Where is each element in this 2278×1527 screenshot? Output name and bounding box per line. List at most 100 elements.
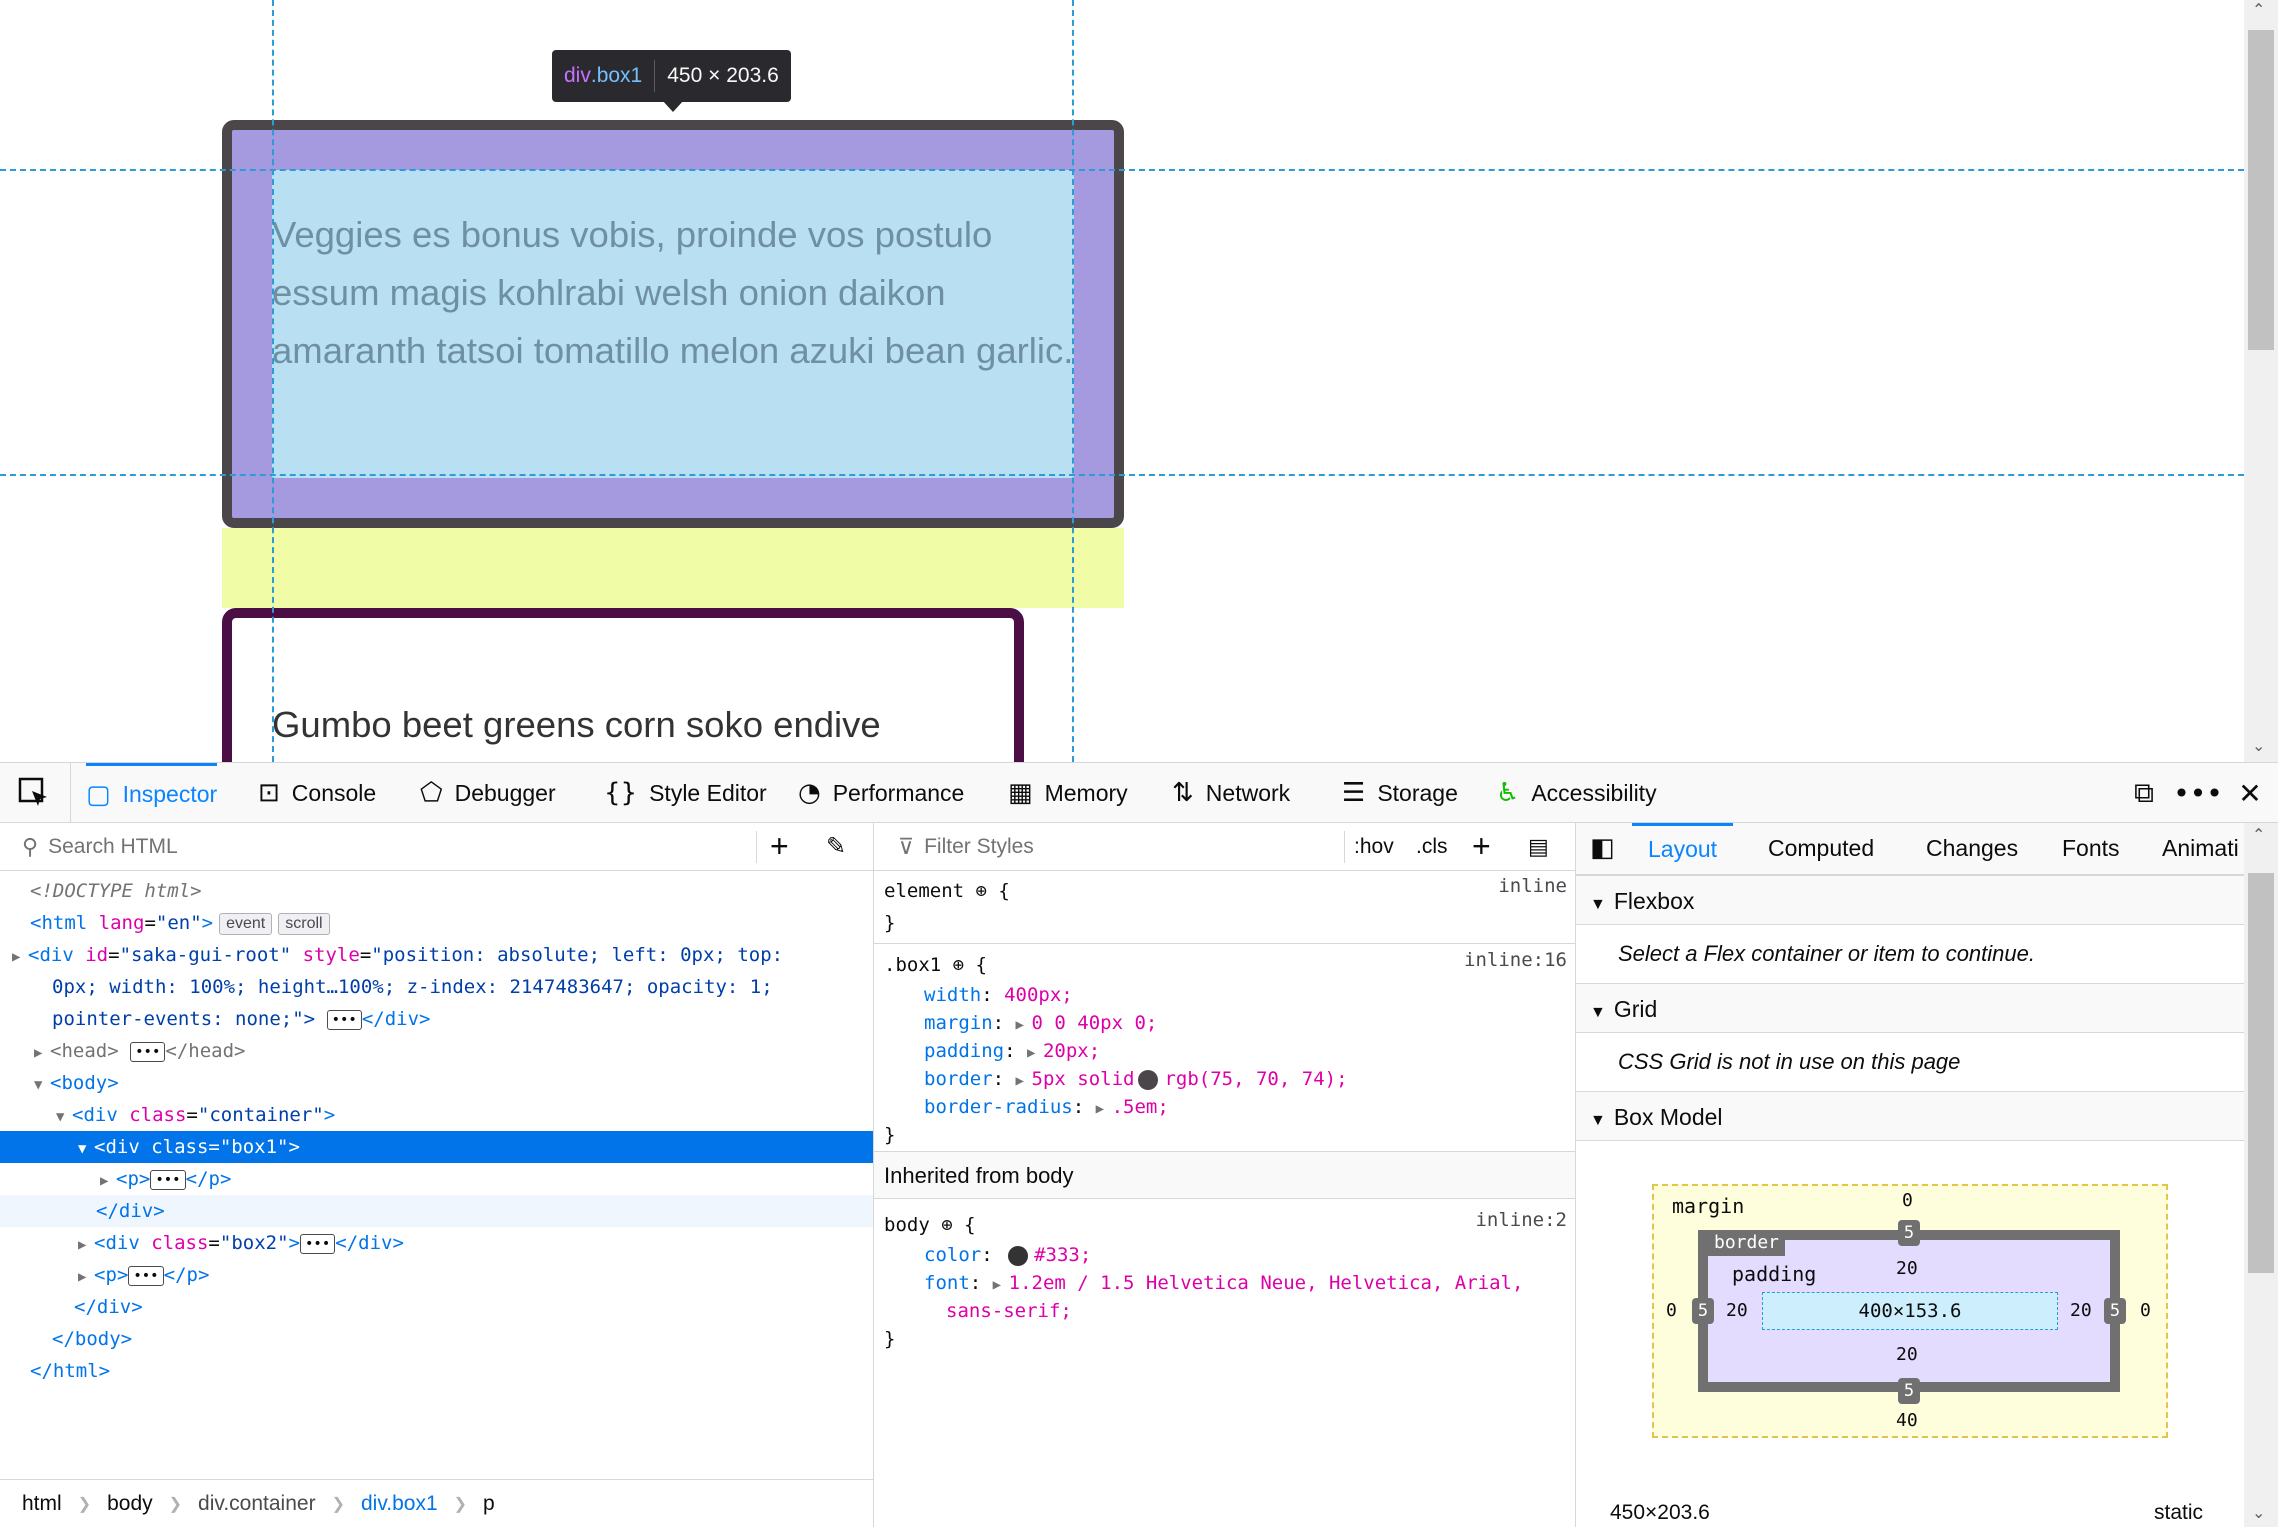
scroll-down-icon[interactable]: ⌄ — [2252, 736, 2266, 755]
tab-style-editor[interactable]: {}Style Editor — [604, 763, 767, 823]
event-badge[interactable]: event — [219, 912, 273, 935]
collapse-icon[interactable]: ▼ — [56, 1109, 65, 1125]
filter-styles-input[interactable]: Filter Styles — [924, 834, 1034, 858]
breadcrumb-item-body[interactable]: body — [107, 1491, 153, 1515]
color-swatch[interactable] — [1008, 1245, 1029, 1266]
p-node[interactable]: ▶<p>•••</p> — [0, 1163, 873, 1195]
eyedropper-icon[interactable]: ✎ — [826, 833, 847, 860]
expand-icon[interactable]: ▶ — [1015, 1073, 1024, 1089]
margin-left-value[interactable]: 0 — [1666, 1300, 1677, 1321]
box-model-content[interactable]: 400×153.6 — [1762, 1292, 2058, 1330]
flexbox-header[interactable]: ▼Flexbox — [1576, 875, 2250, 925]
container-close-node[interactable]: </div> — [74, 1296, 143, 1318]
target-icon[interactable]: ⊕ — [941, 1214, 953, 1236]
scroll-up-icon[interactable]: ⌃ — [2252, 0, 2266, 19]
border-top-value[interactable]: 5 — [1898, 1220, 1920, 1246]
padding-left-value[interactable]: 20 — [1726, 1300, 1748, 1321]
search-html-input[interactable]: Search HTML — [48, 834, 178, 858]
tab-accessibility[interactable]: ♿Accessibility — [1496, 763, 1657, 823]
box2-node[interactable]: ▶<div class="box2">•••</div> — [0, 1227, 873, 1259]
expand-icon[interactable]: ▶ — [1095, 1101, 1105, 1117]
target-icon[interactable]: ⊕ — [975, 880, 987, 902]
box1-close-node[interactable]: </div> — [0, 1195, 873, 1227]
decl-padding[interactable]: padding: ▶20px; — [874, 1035, 1575, 1067]
more-options-icon[interactable]: ••• — [2173, 776, 2223, 810]
close-icon[interactable]: ✕ — [2238, 776, 2262, 810]
collapse-icon[interactable]: ▼ — [34, 1077, 43, 1093]
add-rule-icon[interactable]: + — [1472, 828, 1491, 864]
expand-icon[interactable]: ▶ — [34, 1045, 43, 1061]
expand-icon[interactable]: ▶ — [78, 1237, 87, 1253]
responsive-design-icon[interactable]: ⧉ — [2134, 776, 2154, 809]
expand-icon[interactable]: ▶ — [1015, 1017, 1024, 1033]
expand-icon[interactable]: ▶ — [78, 1269, 87, 1285]
p2-node[interactable]: ▶<p>•••</p> — [0, 1259, 873, 1291]
hov-button[interactable]: :hov — [1354, 834, 1394, 858]
grid-header[interactable]: ▼Grid — [1576, 983, 2250, 1033]
root-div-node[interactable]: ▶<div id="saka-gui-root" style="position… — [0, 939, 873, 971]
cls-button[interactable]: .cls — [1416, 834, 1448, 858]
padding-bottom-value[interactable]: 20 — [1896, 1344, 1918, 1365]
border-bottom-value[interactable]: 5 — [1898, 1378, 1920, 1404]
element-picker-icon[interactable] — [14, 773, 54, 813]
padding-top-value[interactable]: 20 — [1896, 1258, 1918, 1279]
expand-icon[interactable]: ▶ — [1026, 1045, 1036, 1061]
doctype-node[interactable]: <!DOCTYPE html> — [30, 880, 202, 902]
breadcrumb-item-p[interactable]: p — [483, 1491, 495, 1515]
tab-network[interactable]: ⇅Network — [1172, 763, 1290, 823]
color-swatch[interactable] — [1138, 1069, 1159, 1090]
tab-fonts[interactable]: Fonts — [2062, 834, 2120, 861]
padding-right-value[interactable]: 20 — [2070, 1300, 2092, 1321]
decl-border-radius[interactable]: border-radius: ▶.5em; — [874, 1091, 1575, 1123]
expand-icon[interactable]: ▶ — [992, 1277, 1002, 1293]
tab-animations[interactable]: Animati — [2162, 834, 2239, 861]
tab-changes[interactable]: Changes — [1926, 834, 2019, 861]
decl-margin[interactable]: margin: ▶0 0 40px 0; — [874, 1007, 1575, 1039]
border-left-value[interactable]: 5 — [1692, 1298, 1714, 1324]
tab-memory[interactable]: ▦Memory — [1008, 763, 1128, 823]
expand-icon[interactable]: ▶ — [100, 1173, 109, 1189]
collapsed-content-icon[interactable]: ••• — [130, 1041, 166, 1062]
rule-source[interactable]: inline:2 — [1475, 1209, 1567, 1231]
body-node[interactable]: ▼<body> — [0, 1067, 873, 1099]
decl-color[interactable]: color: #333; — [924, 1244, 1092, 1266]
scroll-down-icon[interactable]: ⌄ — [2252, 1503, 2266, 1522]
rule-source[interactable]: inline — [1498, 875, 1567, 897]
box-model-header[interactable]: ▼Box Model — [1576, 1091, 2250, 1141]
sidebar-scrollbar-thumb[interactable] — [2248, 873, 2274, 1273]
collapsed-content-icon[interactable]: ••• — [299, 1233, 336, 1254]
add-node-icon[interactable]: + — [770, 828, 789, 864]
scroll-badge[interactable]: scroll — [278, 912, 330, 935]
scroll-up-icon[interactable]: ⌃ — [2252, 825, 2266, 844]
margin-top-value[interactable]: 0 — [1902, 1190, 1913, 1211]
breadcrumb-item-box1[interactable]: div.box1 — [360, 1491, 438, 1515]
collapsed-content-icon[interactable]: ••• — [128, 1265, 164, 1286]
tab-performance[interactable]: ◔Performance — [798, 763, 964, 823]
expand-icon[interactable]: ▶ — [12, 949, 21, 965]
tab-console[interactable]: ⊡Console — [258, 763, 376, 823]
tab-inspector[interactable]: ▢Inspector — [86, 763, 218, 823]
tab-layout[interactable]: Layout — [1632, 823, 1734, 873]
html-close-node[interactable]: </html> — [30, 1360, 111, 1382]
rule-source[interactable]: inline:16 — [1464, 949, 1567, 971]
breadcrumb-item-container[interactable]: div.container — [198, 1491, 316, 1515]
decl-width[interactable]: width: 400px; — [924, 984, 1073, 1006]
margin-bottom-value[interactable]: 40 — [1896, 1410, 1918, 1431]
tab-debugger[interactable]: ⬠Debugger — [420, 763, 556, 823]
border-right-value[interactable]: 5 — [2104, 1298, 2126, 1324]
margin-right-value[interactable]: 0 — [2140, 1300, 2151, 1321]
viewport-scrollbar-thumb[interactable] — [2248, 30, 2274, 350]
tab-computed[interactable]: Computed — [1768, 834, 1875, 861]
print-simulation-icon[interactable]: ▤ — [1528, 833, 1549, 859]
collapsed-content-icon[interactable]: ••• — [150, 1169, 186, 1190]
target-icon[interactable]: ⊕ — [952, 954, 965, 976]
collapse-icon[interactable]: ▼ — [78, 1141, 87, 1157]
collapsed-content-icon[interactable]: ••• — [326, 1009, 362, 1030]
head-node[interactable]: ▶<head> •••</head> — [0, 1035, 873, 1067]
container-node[interactable]: ▼<div class="container"> — [0, 1099, 873, 1131]
box1-node-selected[interactable]: ▼<div class="box1"> — [0, 1131, 873, 1163]
toggle-sidebar-icon[interactable]: ◧ — [1590, 833, 1615, 863]
breadcrumb-item-html[interactable]: html — [22, 1491, 62, 1515]
